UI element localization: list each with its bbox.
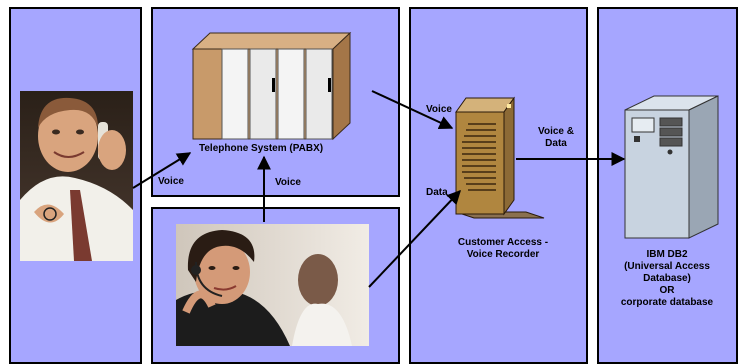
database-label-line-4: OR — [659, 285, 675, 296]
recorder-label-line-2: Voice Recorder — [466, 249, 540, 260]
database-label-line-5: corporate database — [620, 297, 714, 308]
pabx-cabinet — [191, 31, 352, 141]
database-server — [624, 95, 719, 239]
pabx-label: Telephone System (PABX) — [199, 143, 324, 154]
arrow-agent-to-recorder — [368, 189, 461, 288]
voice-and-data-label: Voice & Data — [528, 126, 584, 150]
voice-label-agent: Voice — [275, 177, 301, 188]
recorder-tower — [455, 96, 545, 219]
database-label-line-2: (Universal Access — [624, 261, 710, 272]
arrow-caller-to-pabx — [132, 152, 192, 189]
arrow-pabx-to-recorder — [371, 90, 454, 130]
recorder-label: Customer Access - Voice Recorder — [438, 237, 568, 261]
voice-and-data-line-2: Data — [545, 138, 567, 149]
recorder-label-line-1: Customer Access - — [457, 237, 549, 248]
agent-photo — [176, 224, 369, 346]
voice-label-caller: Voice — [158, 176, 184, 187]
voice-and-data-line-1: Voice & — [538, 126, 574, 137]
recorder-vent-slots — [462, 123, 496, 191]
voice-label-pabx-recorder: Voice — [426, 104, 452, 115]
database-label-line-1: IBM DB2 — [646, 249, 688, 260]
database-label-line-3: Database) — [643, 273, 691, 284]
caller-photo — [20, 91, 133, 261]
database-label: IBM DB2 (Universal Access Database) OR c… — [604, 249, 730, 309]
data-label-agent-recorder: Data — [426, 187, 448, 198]
